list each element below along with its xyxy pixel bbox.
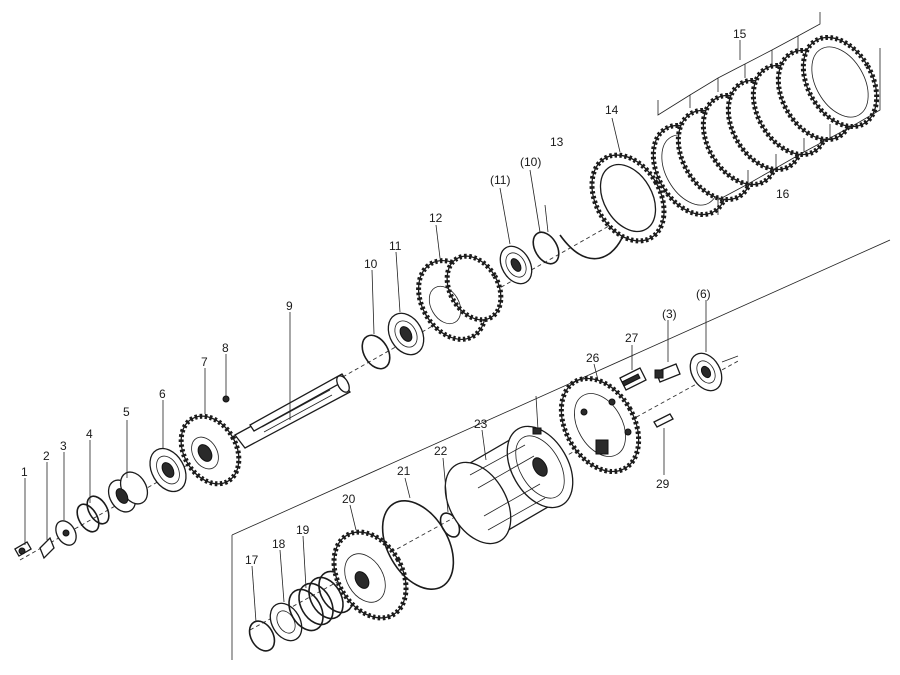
lower-assembly [248,320,741,652]
part-labels: 1 2 3 4 5 6 7 8 9 10 11 12 (11) (10) 13 … [21,27,790,567]
label-part-6: 6 [159,387,166,401]
part-24-bolt [532,395,542,435]
part-11b-bearing [499,245,533,285]
label-part-16: 16 [776,187,790,201]
label-part-13: 13 [550,135,564,149]
part-17-snap-ring [248,620,276,652]
label-part-7: 7 [201,355,208,369]
part-26-gear-hub [558,375,642,475]
label-part-12: 12 [429,211,443,225]
part-12-gear [416,253,504,342]
label-part-15: 15 [733,27,747,41]
label-part-11: 11 [389,239,402,253]
part-23-clutch-drum [444,425,574,545]
part-27-key [619,367,647,391]
label-part-17: 17 [245,553,259,567]
label-part-21: 21 [397,464,411,478]
label-part-8: 8 [222,341,229,355]
part-8-ball [222,395,230,403]
part-29-pin [653,413,674,428]
label-part-11b: (11) [490,173,510,187]
label-part-10b: (10) [520,155,541,169]
label-part-5: 5 [123,405,130,419]
label-part-23: 23 [474,417,488,431]
part-10-snap-ring [361,334,391,370]
part-20-piston [331,529,409,621]
label-part-3: 3 [60,439,67,453]
part-30-bolt [654,320,681,383]
label-part-9: 9 [286,299,293,313]
part-2-lock-plate [39,536,55,560]
part-16-bracket [717,48,881,215]
label-part-1: 1 [21,465,28,479]
part-9-shaft [234,373,351,449]
divider-top [231,239,891,536]
label-part-27: 27 [625,331,639,345]
part-6-bearing [149,447,187,493]
label-part-19: 19 [296,523,310,537]
part-13-spring-wire [544,204,623,260]
part-28-bearing [689,352,739,392]
label-part-22: 22 [434,444,448,458]
part-15-bracket [657,12,821,116]
label-part-4: 4 [86,427,93,441]
part-18-washer [269,602,303,642]
label-part-2: 2 [43,449,50,463]
label-part-6b: (6) [696,287,711,301]
label-part-20: 20 [342,492,356,506]
part-3-flange [55,520,77,546]
part-11-bearing [387,312,425,356]
leader-lines [24,117,707,623]
part-1-bolt [14,541,32,557]
part-14-ring-gear [589,152,667,244]
label-part-26: 26 [586,351,600,365]
label-part-10: 10 [364,257,378,271]
part-15-16-clutch-pack [650,34,880,218]
label-part-14: 14 [605,103,619,117]
part-4-rings [76,495,110,533]
part-5-nut [107,471,149,513]
upper-assembly [14,12,881,561]
part-7-gear [178,413,242,487]
label-part-29: 29 [656,477,670,491]
part-10b-snap-ring [532,231,560,265]
label-part-3b: (3) [662,307,677,321]
label-part-18: 18 [272,537,286,551]
